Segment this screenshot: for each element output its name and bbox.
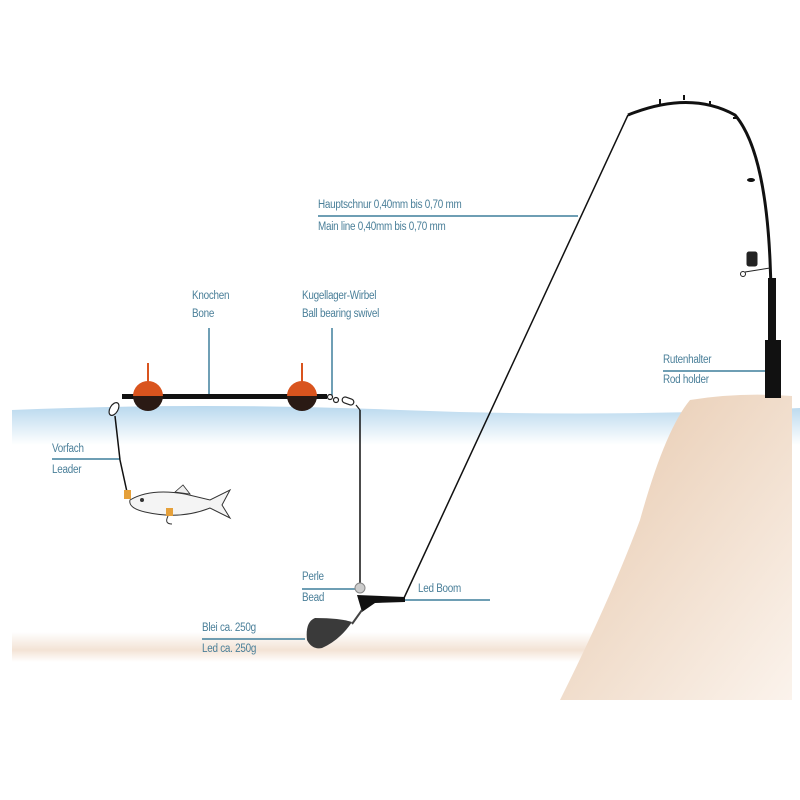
led-boom-label: Led Boom [418, 583, 462, 595]
water-surface [12, 406, 800, 445]
lead-weight [306, 618, 352, 649]
bone-bar [122, 394, 327, 399]
leader-snap [108, 402, 120, 416]
float-right [287, 381, 317, 411]
bone-label-en: Bone [192, 308, 215, 320]
led-boom [357, 595, 405, 612]
bead-label-en: Bead [302, 592, 325, 604]
leader-line [114, 415, 128, 493]
bone-label-de: Knochen [192, 290, 230, 302]
swivel-label-en: Ball bearing swivel [302, 308, 380, 320]
float-left [133, 381, 163, 411]
rod-guides [659, 95, 755, 182]
ball-bearing-swivel [326, 393, 361, 411]
lead-label-de: Blei ca. 250g [202, 622, 256, 634]
bait-fish-icon [124, 484, 232, 525]
leader-label-de: Vorfach [52, 443, 84, 455]
leader-label-en: Leader [52, 464, 82, 476]
bead [354, 582, 366, 594]
callout-lines [52, 215, 768, 640]
rod-handle [768, 278, 776, 340]
lead-label-en: Led ca. 250g [202, 643, 257, 655]
swivel-label-de: Kugellager-Wirbel [302, 290, 377, 302]
river-bank [560, 394, 792, 700]
main-line-label-de: Hauptschnur 0,40mm bis 0,70 mm [318, 199, 462, 211]
rod-holder-label-de: Rutenhalter [663, 354, 712, 366]
bead-label-de: Perle [302, 571, 324, 583]
rod-holder [765, 340, 781, 398]
reel-icon [740, 251, 771, 277]
main-line [403, 114, 629, 599]
main-line-label-en: Main line 0,40mm bis 0,70 mm [318, 221, 446, 233]
rod-holder-label-en: Rod holder [663, 374, 709, 386]
fishing-rod [627, 101, 775, 341]
